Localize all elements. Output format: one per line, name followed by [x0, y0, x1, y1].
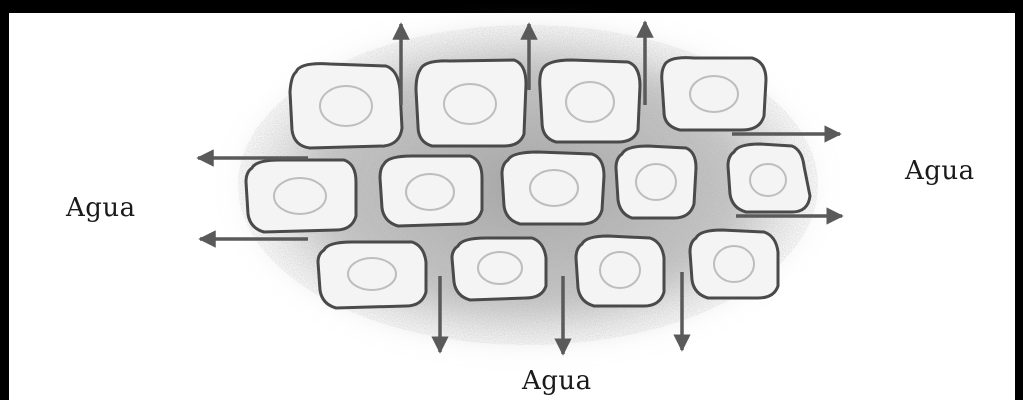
cell: [290, 64, 402, 148]
water-label-bottom: Agua: [522, 366, 592, 396]
cell: [318, 242, 426, 308]
cell: [246, 160, 356, 232]
water-label-left: Agua: [66, 193, 136, 223]
water-label-right: Agua: [905, 156, 975, 186]
cell: [576, 236, 664, 306]
cell: [452, 238, 546, 300]
cell: [416, 60, 526, 146]
cell: [540, 60, 640, 142]
cell: [616, 146, 696, 218]
cell: [662, 58, 766, 130]
cell: [690, 230, 778, 298]
cell: [728, 144, 810, 212]
cell: [502, 152, 604, 224]
cell: [380, 156, 482, 226]
